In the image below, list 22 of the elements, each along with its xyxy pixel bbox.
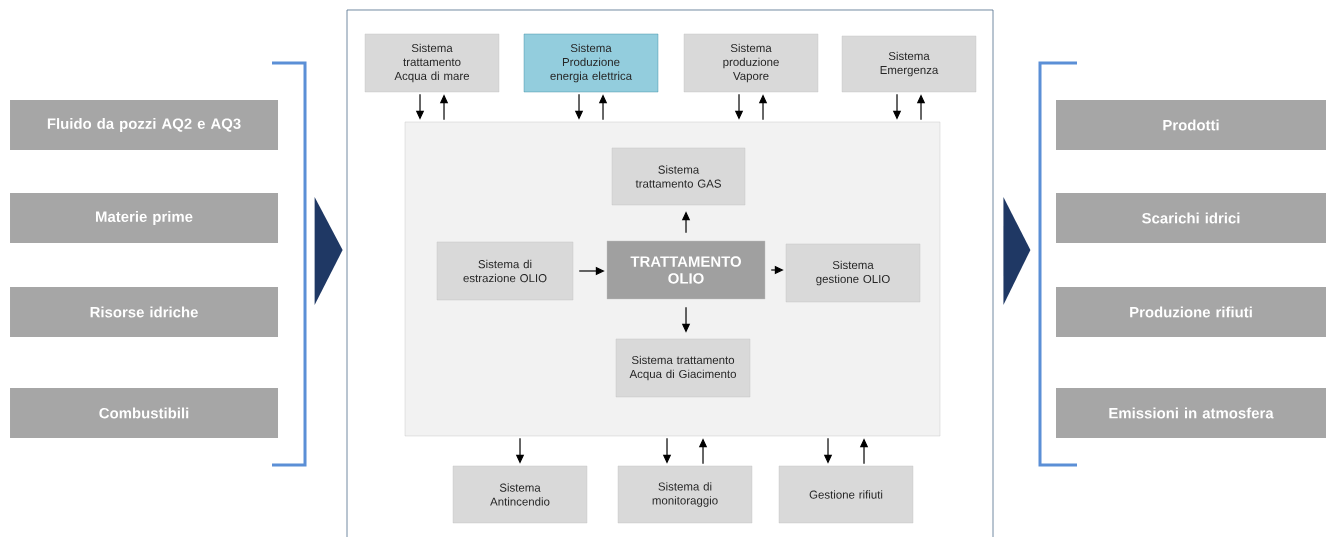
system-box: Sistema Emergenza — [841, 35, 977, 93]
chevron-arrow — [1003, 197, 1031, 305]
process-box: TRATTAMENTO OLIO — [606, 240, 766, 300]
system-box: Sistema trattamento Acqua di mare — [364, 33, 500, 93]
system-box: Sistema produzione Vapore — [683, 33, 819, 93]
side-box: Materie prime — [10, 193, 278, 243]
system-box: Sistema Antincendio — [452, 465, 588, 524]
side-box: Combustibili — [10, 388, 278, 438]
system-box: Sistema trattamento Acqua di Giacimento — [615, 338, 751, 398]
system-box: Sistema di monitoraggio — [617, 465, 753, 524]
system-box: Sistema di estrazione OLIO — [436, 241, 574, 301]
chevron-arrow — [314, 197, 343, 305]
system-box: Sistema trattamento GAS — [611, 147, 746, 206]
system-box: Sistema Produzione energia elettrica — [523, 33, 659, 93]
side-box: Prodotti — [1056, 100, 1326, 150]
system-box: Gestione rifiuti — [778, 465, 914, 524]
side-box: Fluido da pozzi AQ2 e AQ3 — [10, 100, 278, 150]
system-box: Sistema gestione OLIO — [785, 243, 921, 303]
side-box: Produzione rifiuti — [1056, 287, 1326, 337]
side-box: Risorse idriche — [10, 287, 278, 337]
side-box: Scarichi idrici — [1056, 193, 1326, 243]
side-box: Emissioni in atmosfera — [1056, 388, 1326, 438]
